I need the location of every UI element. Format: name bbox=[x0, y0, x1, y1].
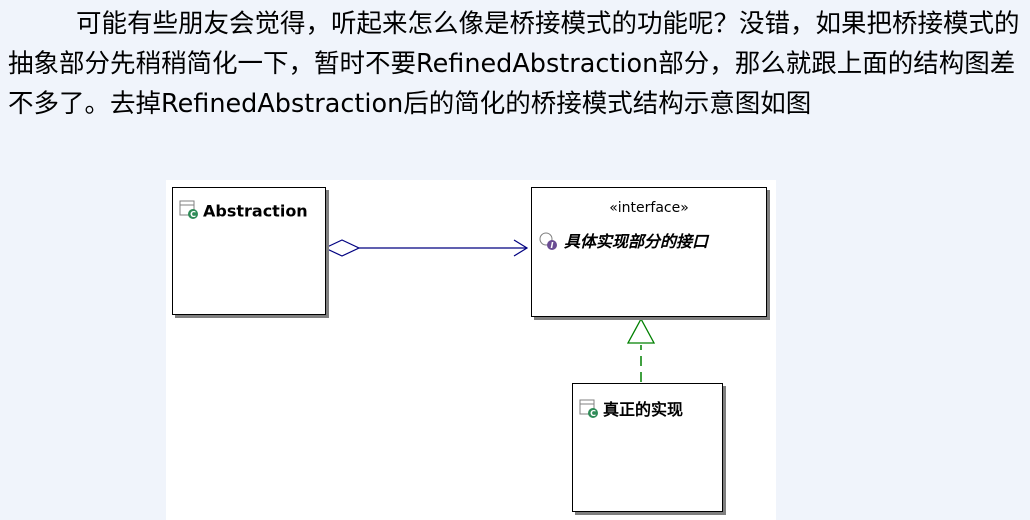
interface-name: 具体实现部分的接口 bbox=[564, 232, 709, 251]
interface-box[interactable]: «interface» I 具体实现部分的接口 bbox=[531, 187, 767, 317]
class-icon: C bbox=[579, 399, 599, 423]
svg-text:C: C bbox=[590, 409, 596, 418]
association-arrowhead bbox=[513, 239, 529, 257]
implementation-class-name: 真正的实现 bbox=[603, 400, 684, 419]
interface-stereotype: «interface» bbox=[609, 200, 689, 216]
class-icon: C bbox=[179, 200, 199, 224]
implementation-class-box[interactable]: C 真正的实现 bbox=[572, 383, 723, 512]
realization-triangle bbox=[626, 317, 656, 344]
uml-diagram: C Abstraction «interface» I 具体实现部分的接口 bbox=[166, 180, 776, 520]
abstraction-class-name: Abstraction bbox=[203, 201, 308, 221]
abstraction-class-box[interactable]: C Abstraction bbox=[172, 187, 326, 315]
svg-text:I: I bbox=[551, 241, 554, 250]
svg-text:C: C bbox=[190, 210, 196, 219]
body-paragraph: 可能有些朋友会觉得，听起来怎么像是桥接模式的功能呢？没错，如果把桥接模式的抽象部… bbox=[8, 9, 1020, 119]
interface-icon: I bbox=[538, 231, 560, 255]
aggregation-diamond bbox=[323, 239, 361, 257]
uml-connectors bbox=[323, 239, 656, 382]
